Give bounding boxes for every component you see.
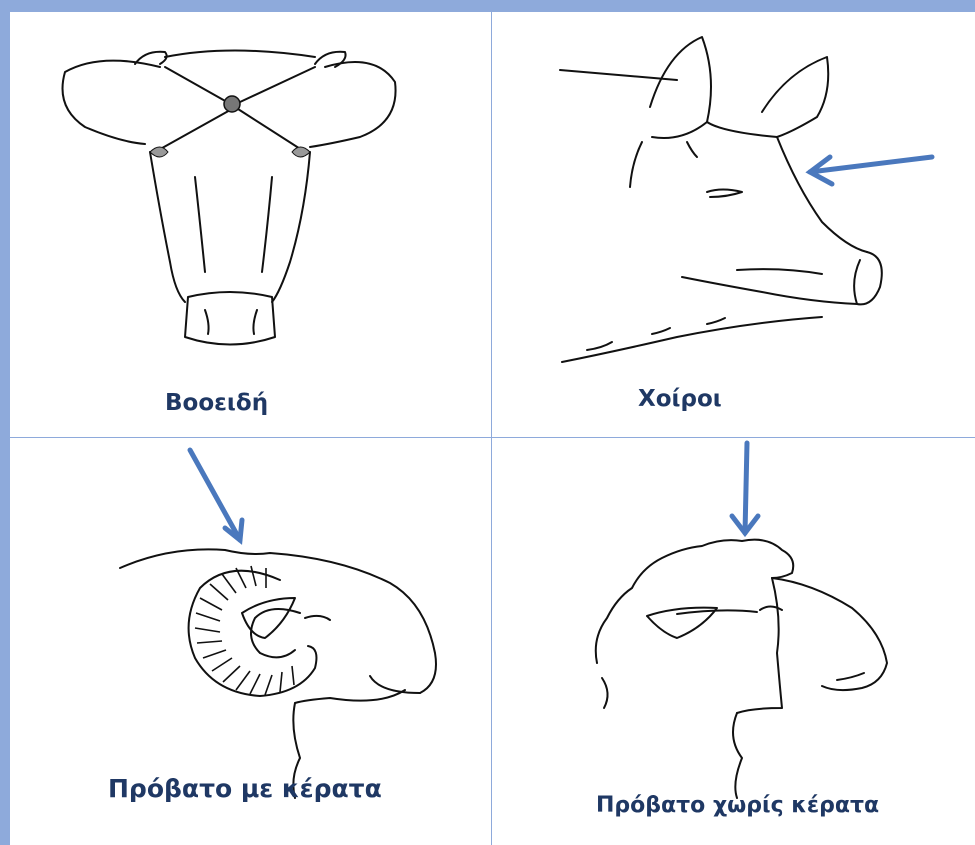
panel-pig: Χοίροι (492, 12, 975, 437)
hornless-sheep-head-icon (492, 438, 975, 845)
cattle-head-icon (10, 12, 491, 437)
panel-caption: Πρόβατο με κέρατα (108, 774, 382, 803)
panel-caption: Πρόβατο χωρίς κέρατα (596, 793, 879, 818)
panel-hornless-sheep: Πρόβατο χωρίς κέρατα (492, 438, 975, 845)
panel-caption: Χοίροι (638, 386, 722, 412)
top-border (0, 0, 975, 12)
panel-horned-sheep: Πρόβατο με κέρατα (10, 438, 491, 845)
panel-cattle: Βοοειδή (10, 12, 491, 437)
left-border (0, 0, 10, 845)
panel-caption: Βοοειδή (165, 390, 268, 416)
pig-head-icon (492, 12, 975, 437)
